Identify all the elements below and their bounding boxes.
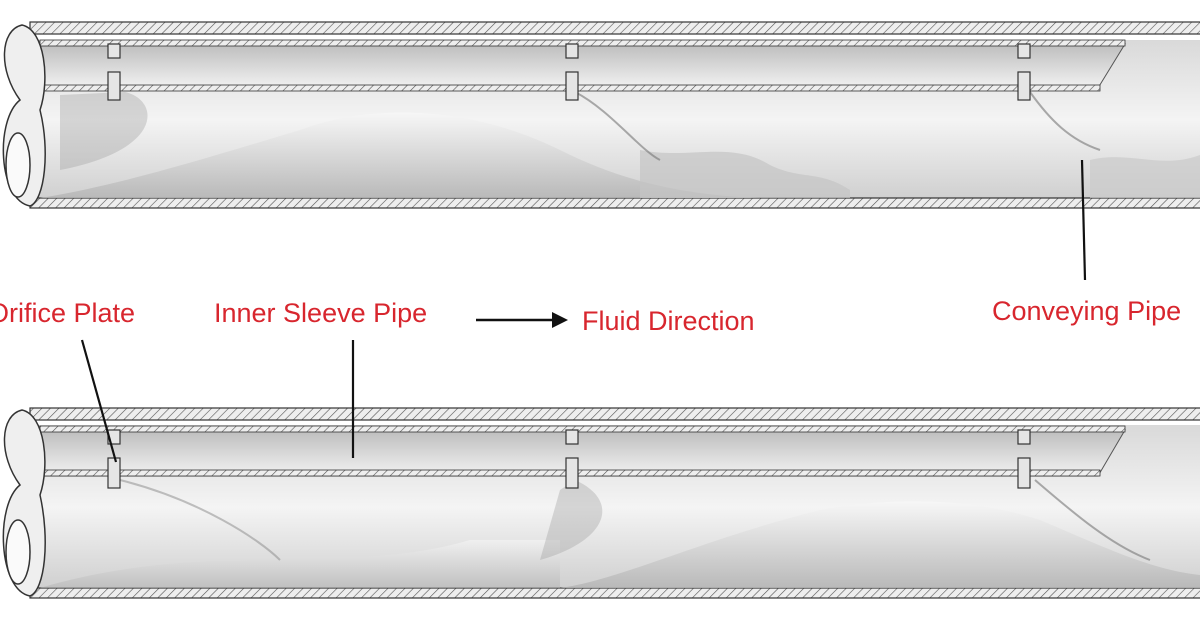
bottom-orifice-plate-2-lower <box>565 457 579 489</box>
top-pipe-upper-wall <box>29 21 1200 35</box>
bottom-material-dune-1 <box>40 540 560 588</box>
bottom-pipe-opening <box>5 519 31 585</box>
bottom-sleeve-upper-wall <box>39 425 1126 433</box>
top-sleeve-upper-wall <box>39 39 1126 47</box>
top-material-swirl-1 <box>640 150 850 198</box>
top-inner-sleeve-pipe <box>39 43 1126 89</box>
top-pipe-opening <box>5 132 31 198</box>
bottom-flow-plume-1 <box>119 479 281 561</box>
top-flow-plume-3 <box>1029 91 1101 151</box>
bottom-orifice-plate-3-lower <box>1017 457 1031 489</box>
bottom-pipe-lower-wall <box>29 587 1200 599</box>
bottom-orifice-plate-3 <box>1017 429 1031 445</box>
conveying-pipe-leader-line <box>1080 159 1087 281</box>
top-pipe-lower-wall <box>29 197 1200 209</box>
bottom-pipe-upper-wall <box>29 407 1200 421</box>
top-orifice-plate-1-lower <box>107 71 121 101</box>
top-orifice-plate-2 <box>565 43 579 59</box>
fluid-direction-label: Fluid Direction <box>582 306 755 336</box>
bottom-orifice-plate-1-lower <box>107 457 121 489</box>
top-orifice-plate-3 <box>1017 43 1031 59</box>
top-orifice-plate-2-lower <box>565 71 579 101</box>
bottom-inner-sleeve-pipe <box>39 429 1126 477</box>
top-flow-plume-2 <box>574 91 661 161</box>
orifice-plate-leader-line <box>80 339 118 463</box>
orifice-plate-label: Orifice Plate <box>0 298 136 328</box>
top-material-swirl-2 <box>1090 155 1200 198</box>
inner-sleeve-pipe-label: Inner Sleeve Pipe <box>214 298 428 328</box>
top-material-dune <box>40 112 760 198</box>
bottom-material-dune-2 <box>560 501 1200 588</box>
bottom-flow-plume-2 <box>540 480 603 560</box>
top-pipe-assembly <box>2 21 1200 209</box>
conveying-pipe-label: Conveying Pipe <box>992 296 1182 326</box>
bottom-pipe-assembly <box>2 407 1200 599</box>
bottom-flow-plume-3 <box>1034 479 1151 561</box>
bottom-orifice-plate-2 <box>565 429 579 445</box>
top-orifice-plate-1 <box>107 43 121 59</box>
top-flow-plume-1 <box>60 92 148 170</box>
fluid-direction-arrow-icon <box>476 312 568 328</box>
top-orifice-plate-3-lower <box>1017 71 1031 101</box>
